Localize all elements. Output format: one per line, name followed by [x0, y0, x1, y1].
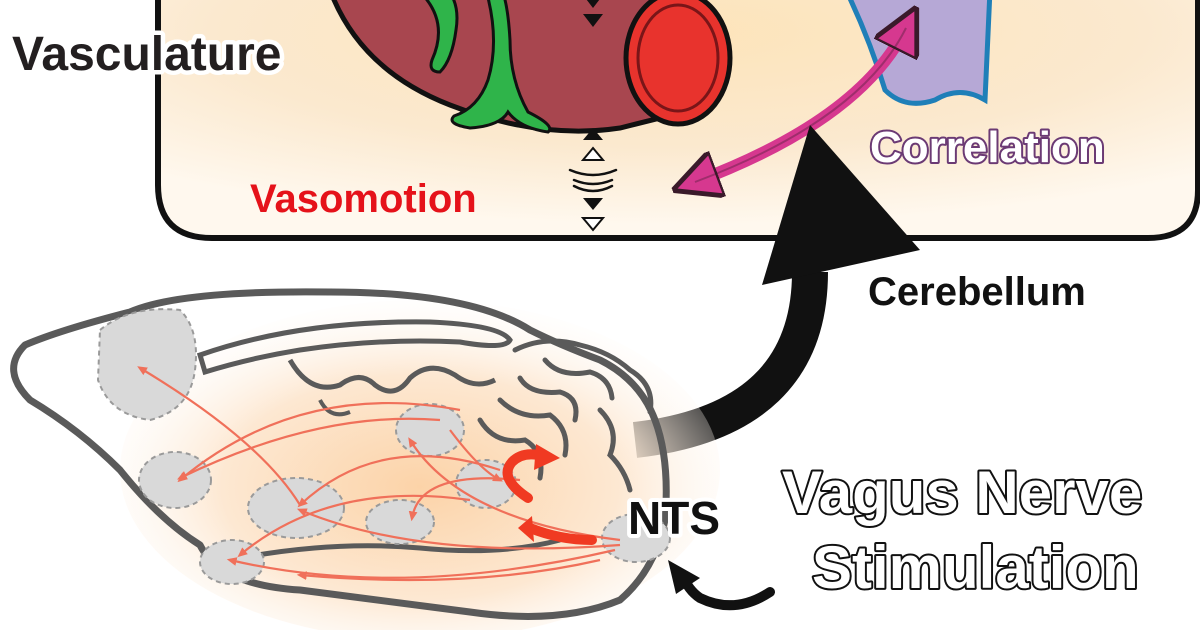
olfactory-bulb: [96, 308, 197, 422]
nts-label: NTS: [628, 492, 720, 544]
cerebellum-label: Cerebellum: [868, 270, 1086, 314]
rat-brain-sagittal: NTS: [10, 288, 724, 630]
brain-outline: [10, 288, 670, 620]
glial-process-icon: [425, 0, 552, 134]
vns-label-line1: Vagus Nerve: [782, 459, 1142, 526]
blood-vessel: [331, 0, 703, 134]
vns-arrow-head-icon: [668, 560, 700, 594]
corpus-callosum: [196, 319, 513, 376]
arrow-head-icon: [762, 125, 920, 285]
vessel-lumen: [623, 0, 733, 127]
vns-label-line2: Stimulation: [812, 534, 1139, 601]
cerebellum-folia: [477, 338, 654, 493]
projection-arrows: [137, 366, 621, 582]
correlation-arrow: [695, 28, 906, 182]
correlation-label: Correlation: [870, 123, 1105, 172]
vagus-nerve-stimulation: Vagus Nerve Stimulation: [668, 457, 1144, 611]
activation-arrows-icon: [502, 449, 597, 545]
vasomotion-label: Vasomotion: [250, 177, 477, 221]
vasomotion-arrows-icon: [580, 0, 606, 232]
vasculature-panel: Vasculature Vasomotion Correlation: [8, 0, 1200, 241]
vasculature-label: Vasculature: [12, 28, 281, 81]
oscillation-waves-icon: [568, 168, 618, 193]
